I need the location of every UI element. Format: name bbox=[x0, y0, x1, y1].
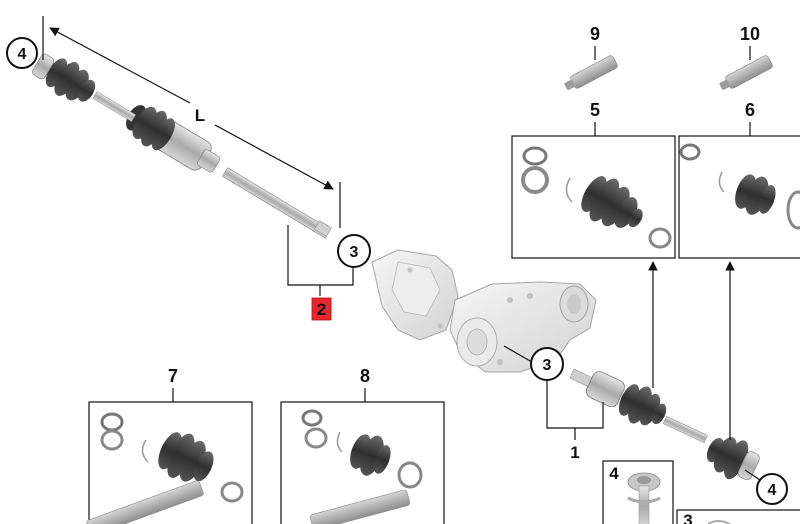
svg-text:5: 5 bbox=[590, 100, 600, 120]
callout-4-bottom: 4 bbox=[744, 469, 788, 505]
svg-text:4: 4 bbox=[18, 46, 27, 63]
svg-text:10: 10 bbox=[740, 24, 760, 44]
driveshaft-left bbox=[32, 53, 332, 239]
svg-text:6: 6 bbox=[745, 100, 755, 120]
grease-tube-10: 10 bbox=[719, 24, 773, 90]
partial-box-3: 3 bbox=[676, 509, 800, 524]
grease-tube-9: 9 bbox=[564, 24, 618, 90]
bracket-part-2: 2 bbox=[287, 225, 354, 321]
svg-text:7: 7 bbox=[168, 366, 178, 386]
part-1-label: 1 bbox=[570, 443, 579, 462]
part-2-label: 2 bbox=[317, 300, 326, 319]
svg-text:4: 4 bbox=[768, 482, 777, 499]
svg-text:3: 3 bbox=[683, 511, 692, 524]
driveshaft-right bbox=[569, 368, 760, 481]
svg-text:8: 8 bbox=[360, 366, 370, 386]
svg-text:3: 3 bbox=[350, 244, 359, 261]
bracket-part-1: 1 bbox=[546, 380, 604, 462]
repair-kit-5: 5 bbox=[511, 100, 676, 259]
callout-4-top: 4 bbox=[6, 37, 38, 69]
svg-text:4: 4 bbox=[609, 464, 619, 483]
dimension-label: L bbox=[195, 106, 205, 125]
repair-kit-6: 6 bbox=[678, 100, 800, 259]
differential-housing bbox=[371, 249, 597, 373]
bolt-box-4: 4 bbox=[602, 460, 674, 524]
repair-kit-7: 7 bbox=[86, 366, 253, 524]
dimension-L: L bbox=[42, 16, 341, 228]
svg-text:3: 3 bbox=[543, 357, 552, 374]
svg-text:9: 9 bbox=[590, 24, 600, 44]
callout-3-left: 3 bbox=[337, 234, 371, 268]
repair-kit-8: 8 bbox=[280, 366, 445, 524]
